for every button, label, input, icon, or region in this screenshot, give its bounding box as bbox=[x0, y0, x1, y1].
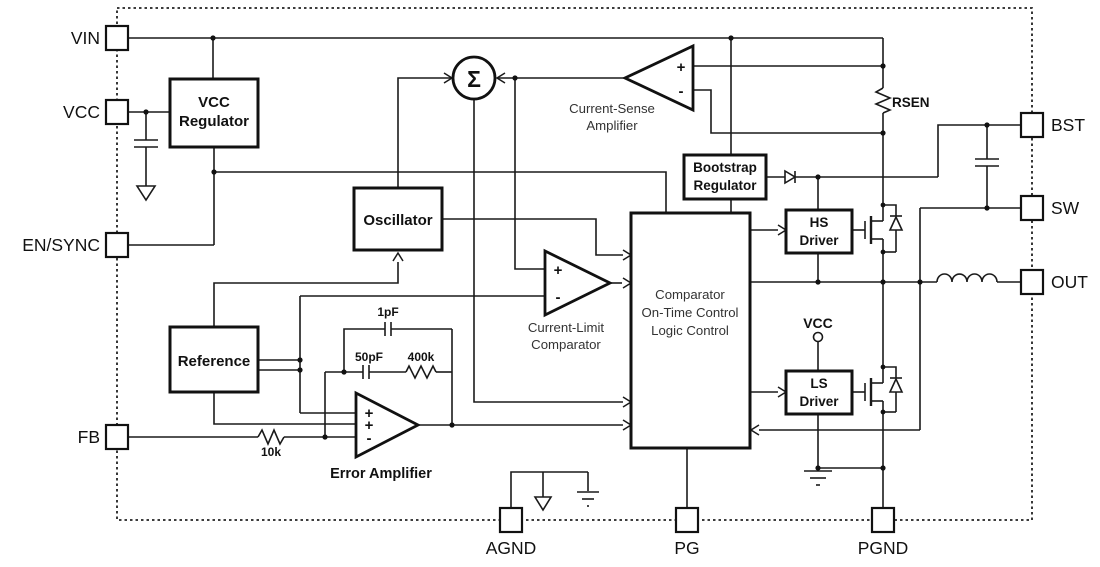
pgnd-pin-label: PGND bbox=[858, 538, 909, 558]
plus-sign: + bbox=[365, 405, 374, 422]
driver-output-wires bbox=[686, 124, 1021, 508]
vcc-wires bbox=[128, 111, 667, 246]
bootstrap-regulator-block: Bootstrap Regulator bbox=[682, 153, 768, 201]
current-sense-amplifier: + - Current-Sense Amplifier bbox=[569, 43, 695, 133]
ls-driver-label-line1: LS bbox=[810, 376, 827, 391]
hs-driver-label-line2: Driver bbox=[799, 233, 839, 248]
current-sense-label-line1: Current-Sense bbox=[569, 101, 655, 116]
pg-pin bbox=[674, 506, 700, 534]
current-limit-label-line1: Current-Limit bbox=[528, 320, 605, 335]
agnd-ground-arrow-icon bbox=[533, 496, 553, 512]
minus-sign: - bbox=[556, 289, 561, 306]
current-sense-label-line2: Amplifier bbox=[586, 118, 638, 133]
sw-pin-label: SW bbox=[1051, 198, 1080, 218]
control-label-line3: Logic Control bbox=[651, 323, 729, 338]
sigma-symbol: Σ bbox=[467, 66, 481, 92]
control-label-line2: On-Time Control bbox=[642, 305, 739, 320]
bootstrap-label-line1: Bootstrap bbox=[693, 160, 757, 175]
control-logic-block: Comparator On-Time Control Logic Control bbox=[629, 211, 752, 450]
vcc-pin bbox=[104, 98, 130, 126]
fb-pin-label: FB bbox=[78, 427, 100, 447]
junction-dots bbox=[143, 35, 990, 471]
current-limit-label-line2: Comparator bbox=[531, 337, 601, 352]
vin-pin-label: VIN bbox=[71, 28, 100, 48]
oscillator-block: Oscillator bbox=[352, 186, 444, 252]
pins bbox=[104, 24, 1045, 534]
plus-sign: + bbox=[554, 262, 563, 279]
ls-driver-label-line2: Driver bbox=[799, 394, 839, 409]
hs-body-diode bbox=[888, 215, 904, 231]
rsen-label: RSEN bbox=[892, 95, 930, 110]
400k-resistor bbox=[405, 364, 437, 380]
vcc-supply-label: VCC bbox=[803, 315, 833, 331]
power-wires bbox=[128, 37, 893, 221]
en-sync-pin bbox=[104, 231, 130, 259]
ls-driver-block: LS Driver bbox=[784, 369, 854, 416]
bootstrap-label-line2: Regulator bbox=[693, 178, 757, 193]
400k-label: 400k bbox=[408, 350, 435, 364]
minus-sign: - bbox=[367, 430, 372, 447]
sw-pin bbox=[1019, 194, 1045, 222]
inductor bbox=[936, 273, 1021, 283]
pg-pin-label: PG bbox=[674, 538, 699, 558]
pgnd-pin bbox=[870, 506, 896, 534]
reference-block: Reference bbox=[168, 325, 260, 394]
vcc-regulator-block: VCC Regulator bbox=[168, 77, 260, 149]
error-amplifier: + + - Error Amplifier bbox=[330, 390, 432, 482]
hs-mosfet bbox=[852, 204, 904, 282]
bootstrap-diode bbox=[784, 169, 797, 185]
hs-driver-block: HS Driver bbox=[784, 208, 854, 255]
vcc-terminal-circle bbox=[812, 331, 824, 343]
en-sync-pin-label: EN/SYNC bbox=[22, 235, 100, 255]
10k-label: 10k bbox=[261, 445, 281, 459]
bst-pin-label: BST bbox=[1051, 115, 1085, 135]
ls-mosfet bbox=[852, 282, 904, 468]
vcc-regulator-label-line1: VCC bbox=[198, 94, 230, 111]
summing-node: Σ bbox=[451, 55, 497, 101]
50pf-label: 50pF bbox=[355, 350, 383, 364]
oscillator-label: Oscillator bbox=[363, 212, 432, 229]
pin-labels: VIN VCC EN/SYNC FB BST SW OUT AGND PG PG… bbox=[22, 28, 1088, 558]
out-pin bbox=[1019, 268, 1045, 296]
summing-wires bbox=[397, 77, 625, 403]
control-label-line1: Comparator bbox=[655, 287, 725, 302]
current-limit-comparator: + - Current-Limit Comparator bbox=[528, 248, 614, 352]
bst-pin bbox=[1019, 111, 1045, 139]
ic-boundary bbox=[116, 7, 1033, 521]
agnd-wires bbox=[510, 471, 599, 512]
fb-pin bbox=[104, 423, 130, 451]
error-amplifier-label: Error Amplifier bbox=[330, 466, 432, 482]
vcc-supply-terminal: VCC bbox=[803, 315, 833, 343]
vcc-pin-label: VCC bbox=[63, 102, 100, 122]
hs-driver-label-line1: HS bbox=[810, 215, 829, 230]
10k-resistor bbox=[257, 427, 285, 447]
ls-body-diode bbox=[888, 377, 904, 393]
rsen-resistor bbox=[873, 87, 893, 114]
reference-label: Reference bbox=[178, 353, 251, 370]
vin-pin bbox=[104, 24, 130, 52]
1pf-label: 1pF bbox=[377, 305, 398, 319]
agnd-pin-label: AGND bbox=[486, 538, 537, 558]
minus-sign: - bbox=[679, 83, 684, 100]
ground-arrow-icon bbox=[135, 185, 157, 202]
plus-sign: + bbox=[365, 417, 374, 434]
agnd-pin bbox=[498, 506, 524, 534]
plus-sign: + bbox=[677, 59, 686, 76]
out-pin-label: OUT bbox=[1051, 272, 1088, 292]
vcc-regulator-label-line2: Regulator bbox=[179, 113, 249, 130]
